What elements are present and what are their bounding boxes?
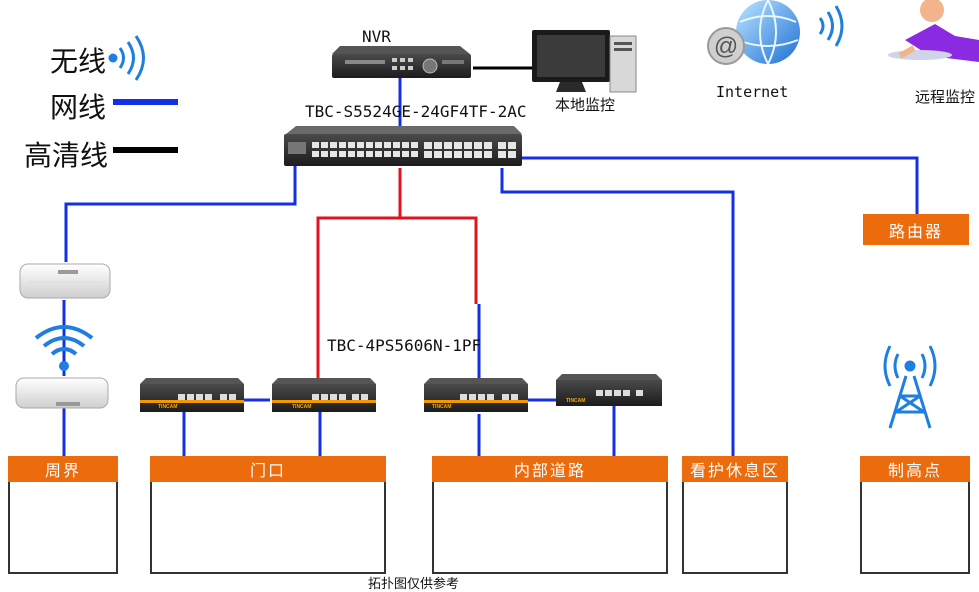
nvr-device xyxy=(332,46,471,78)
wifi-signal-icon xyxy=(34,325,94,371)
local-monitor-computer xyxy=(532,30,637,93)
local-monitor-label: 本地监控 xyxy=(555,96,616,114)
svg-text:TINCAM: TINCAM xyxy=(292,404,311,410)
svg-text:TINCAM: TINCAM xyxy=(432,404,451,410)
footer-note: 拓扑图仅供参考 xyxy=(368,577,460,592)
remote-monitor-label: 远程监控 xyxy=(915,88,976,106)
poe-switch-4: TINCAM xyxy=(556,374,662,406)
poe-switch-2: TINCAM xyxy=(272,378,376,412)
zone-perimeter-box xyxy=(8,480,118,574)
poe-switch-3: TINCAM xyxy=(424,378,528,412)
fiber-cables xyxy=(316,168,478,380)
svg-text:TINCAM: TINCAM xyxy=(158,404,177,410)
core-switch-device xyxy=(284,126,522,166)
legend-wireless-label: 无线 xyxy=(50,45,107,78)
zone-highpoint-header: 制高点 xyxy=(860,456,970,482)
legend-wireless-icon xyxy=(108,35,145,81)
zone-guard-box xyxy=(682,480,788,574)
remote-user-icon xyxy=(888,0,979,62)
wireless-bridge-bottom xyxy=(15,377,109,409)
zone-highpoint-box xyxy=(860,480,970,574)
signal-tower-icon xyxy=(883,345,937,429)
svg-text:@: @ xyxy=(714,33,738,60)
router-box: 路由器 xyxy=(863,214,969,245)
legend-hd-label: 高清线 xyxy=(24,139,109,172)
legend-network-label: 网线 xyxy=(50,91,107,124)
wireless-bridge-top xyxy=(19,263,111,299)
zone-gate-box xyxy=(150,480,386,574)
zone-perimeter-header: 周界 xyxy=(8,456,118,482)
internet-label: Internet xyxy=(716,83,789,101)
svg-text:TINCAM: TINCAM xyxy=(566,398,585,404)
nvr-label: NVR xyxy=(362,27,391,46)
zone-road-header: 内部道路 xyxy=(432,456,668,482)
poe-switch-label: TBC-4PS5606N-1PF xyxy=(327,336,482,355)
poe-switch-1: TINCAM xyxy=(140,378,244,412)
internet-globe-icon: @ xyxy=(707,0,844,65)
core-switch-label: TBC-S5524GE-24GF4TF-2AC xyxy=(305,102,527,121)
zone-road-box xyxy=(432,480,668,574)
zone-guard-header: 看护休息区 xyxy=(682,456,788,482)
zone-gate-header: 门口 xyxy=(150,456,386,482)
network-cables xyxy=(62,78,919,456)
